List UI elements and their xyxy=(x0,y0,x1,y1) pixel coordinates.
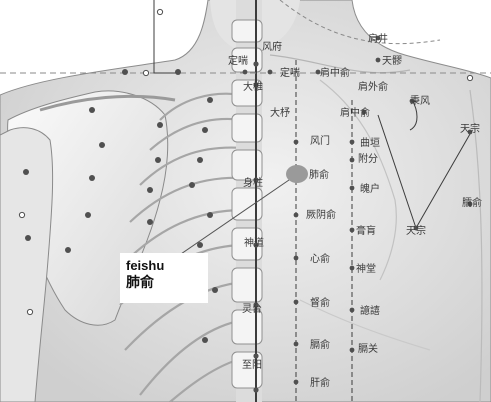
label-dazhu: 大杼 xyxy=(270,106,290,119)
label-jianjing: 肩井 xyxy=(368,32,388,45)
label-fengfu: 风府 xyxy=(262,40,282,53)
callout-box: feishu 肺俞 xyxy=(120,253,208,303)
label-tianzong-lower: 天宗 xyxy=(406,224,426,237)
label-naoshu: 臑俞 xyxy=(462,196,482,209)
callout-chinese: 肺俞 xyxy=(126,273,208,293)
label-shendao: 神道 xyxy=(244,236,264,249)
label-jueyinshu: 厥阴俞 xyxy=(306,208,336,221)
label-jianwaishu: 肩外俞 xyxy=(358,80,388,93)
label-bingfeng: 秉风 xyxy=(410,94,430,107)
label-zhiyang: 至阳 xyxy=(242,359,262,371)
label-jianzhongshu: 肩中俞 xyxy=(320,66,350,79)
label-fengmen: 风门 xyxy=(310,134,330,147)
label-dingchuan2: 定喘 xyxy=(280,66,300,79)
label-quyuan: 曲垣 xyxy=(360,137,380,149)
label-tianliao: 天髎 xyxy=(382,55,402,67)
label-shenzhu: 身柱 xyxy=(243,176,263,189)
label-tianzong: 天宗 xyxy=(460,122,480,135)
label-geshu: 膈俞 xyxy=(310,338,330,351)
label-dushu: 督俞 xyxy=(310,296,330,309)
label-ganshu: 肝俞 xyxy=(310,376,330,389)
label-gaohuang: 膏肓 xyxy=(356,224,376,237)
label-xinshu: 心俞 xyxy=(310,252,330,265)
callout-pinyin: feishu xyxy=(126,258,208,273)
label-dingchuan: 定喘 xyxy=(228,54,248,67)
label-shentang: 神堂 xyxy=(356,262,376,275)
label-lingtai: 灵台 xyxy=(242,302,262,315)
label-jianzhongshu-lower: 肩中俞 xyxy=(340,106,370,119)
label-fufen: 附分 xyxy=(358,152,378,165)
label-dazhui: 大椎 xyxy=(243,80,263,93)
label-feishu: 肺俞 xyxy=(309,168,329,181)
label-geguan: 膈关 xyxy=(358,342,378,355)
feishu-highlight xyxy=(286,165,308,183)
label-pohu: 魄户 xyxy=(360,182,380,195)
label-yixi: 譩譆 xyxy=(360,304,380,317)
